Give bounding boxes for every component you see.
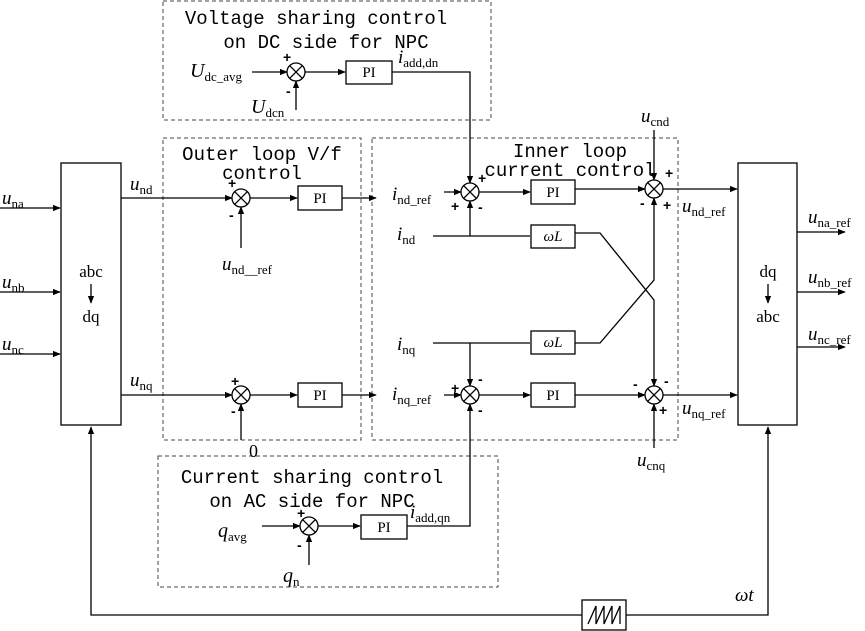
outer-group-title-line2: control — [222, 163, 302, 185]
inner-q-pi-label: PI — [546, 388, 559, 404]
outer-q-minus-sign: - — [231, 403, 236, 419]
inner-q-minus-bottom-sign: - — [478, 402, 483, 418]
dc-sum-cross — [289, 65, 303, 79]
omega-l-d-cross-coupling — [575, 232, 658, 387]
i-nq-label: inq — [397, 334, 416, 357]
output-q-sum-cross — [647, 388, 661, 402]
outer-d-pi-block — [297, 185, 343, 211]
u-nb-label: unb — [2, 272, 25, 295]
u-nb-ref-label: unb_ref — [808, 267, 852, 290]
inner-q-minus-top-sign: - — [478, 371, 483, 387]
i-add-dn-label: iadd,dn — [398, 47, 439, 70]
omega-l-d-label: ωL — [544, 229, 563, 245]
outer-group-title-line1: Outer loop V/f — [182, 144, 342, 166]
i-add-qn-path — [407, 403, 474, 527]
ac-current-sharing-group — [157, 455, 499, 588]
u-cnd-label: ucnd — [641, 106, 670, 129]
abc-to-dq-label-top: abc — [79, 262, 103, 281]
ac-group-title-line2: on AC side for NPC — [209, 491, 414, 513]
u-cnq-label: ucnq — [637, 450, 666, 473]
dc-group-title-line2: on DC side for NPC — [223, 32, 428, 54]
u-na-label: una — [2, 188, 24, 211]
dc-plus-sign: + — [283, 49, 291, 65]
inner-d-pi-label: PI — [546, 185, 559, 201]
outer-q-pi-block — [297, 382, 343, 408]
output-d-minus-sign: - — [640, 195, 645, 211]
u-nq-ref-output-label: unq_ref — [682, 398, 726, 421]
u-nd-label: und — [130, 174, 153, 197]
inner-group-title-line2: current control — [484, 160, 655, 182]
dc-voltage-sharing-group — [162, 0, 492, 121]
ac-pi-label: PI — [377, 520, 390, 536]
zero-reference-label: 0 — [249, 441, 258, 461]
outer-q-pi-label: PI — [313, 388, 326, 404]
i-add-dn-path — [392, 71, 474, 184]
dc-pi-label: PI — [362, 65, 375, 81]
output-d-plus-bottom-sign: + — [663, 197, 671, 213]
dq-to-abc-label-bottom: abc — [756, 307, 780, 326]
omega-t-to-dq-abc-path — [626, 426, 772, 616]
u-dcn-label: Udcn — [251, 96, 285, 120]
u-nd-ref-input-label: und__ref — [222, 254, 273, 277]
i-add-qn-label: iadd,qn — [410, 502, 451, 525]
abc-to-dq-label-bottom: dq — [83, 307, 101, 326]
outer-loop-group — [162, 137, 362, 441]
inner-d-sum-cross — [463, 185, 477, 199]
inner-d-pi-block — [530, 179, 576, 205]
q-avg-label: qavg — [218, 520, 247, 544]
inner-loop-group — [371, 137, 679, 441]
omega-t-label: ωt — [735, 585, 754, 606]
inner-d-minus-sign: - — [478, 199, 483, 215]
inner-q-pi-block — [530, 382, 576, 408]
output-q-minus-left-sign: - — [633, 376, 638, 392]
omega-l-q-cross-coupling — [575, 197, 658, 344]
q-n-label: qn — [283, 565, 300, 589]
dc-group-title-line1: Voltage sharing control — [185, 8, 447, 30]
inner-q-sum-cross — [463, 388, 477, 402]
ac-sum-cross — [302, 519, 316, 533]
inner-d-plus-top-sign: + — [478, 170, 486, 186]
outer-q-sum-cross — [234, 388, 248, 402]
omega-t-to-abc-dq-path — [87, 426, 582, 616]
inner-q-plus-sign: + — [451, 380, 459, 396]
i-nd-ref-label: ind_ref — [392, 184, 432, 207]
outer-d-minus-sign: - — [229, 207, 234, 223]
u-nc-ref-label: unc_ref — [808, 324, 851, 347]
inner-group-title-line1: Inner loop — [513, 141, 627, 163]
ac-pi-block — [360, 514, 408, 540]
i-nq-ref-label: inq_ref — [392, 384, 432, 407]
ac-plus-sign: + — [297, 505, 305, 521]
u-nc-label: unc — [2, 334, 24, 357]
output-q-minus-right-sign: - — [664, 373, 669, 389]
outer-d-plus-sign: + — [228, 175, 236, 191]
dq-to-abc-label-top: dq — [760, 262, 778, 281]
i-nd-label: ind — [397, 224, 416, 247]
ac-minus-sign: - — [297, 537, 302, 553]
u-nd-ref-output-label: und_ref — [682, 196, 726, 219]
omega-l-q-label: ωL — [544, 335, 563, 351]
output-q-plus-sign: + — [659, 402, 667, 418]
output-d-sum-cross — [647, 182, 661, 196]
dc-minus-sign: - — [286, 83, 291, 99]
u-na-ref-label: una_ref — [808, 207, 851, 230]
u-nq-label: unq — [130, 370, 153, 393]
output-d-plus-top-sign: + — [665, 165, 673, 181]
sawtooth-waveform-icon — [587, 605, 621, 625]
outer-d-pi-label: PI — [313, 191, 326, 207]
outer-q-plus-sign: + — [231, 373, 239, 389]
inner-d-plus-left-sign: + — [451, 198, 459, 214]
omega-l-d-block — [530, 224, 576, 249]
ac-group-title-line1: Current sharing control — [181, 467, 443, 489]
outer-d-sum-cross — [234, 191, 248, 205]
u-dc-avg-label: Udc_avg — [190, 60, 242, 84]
